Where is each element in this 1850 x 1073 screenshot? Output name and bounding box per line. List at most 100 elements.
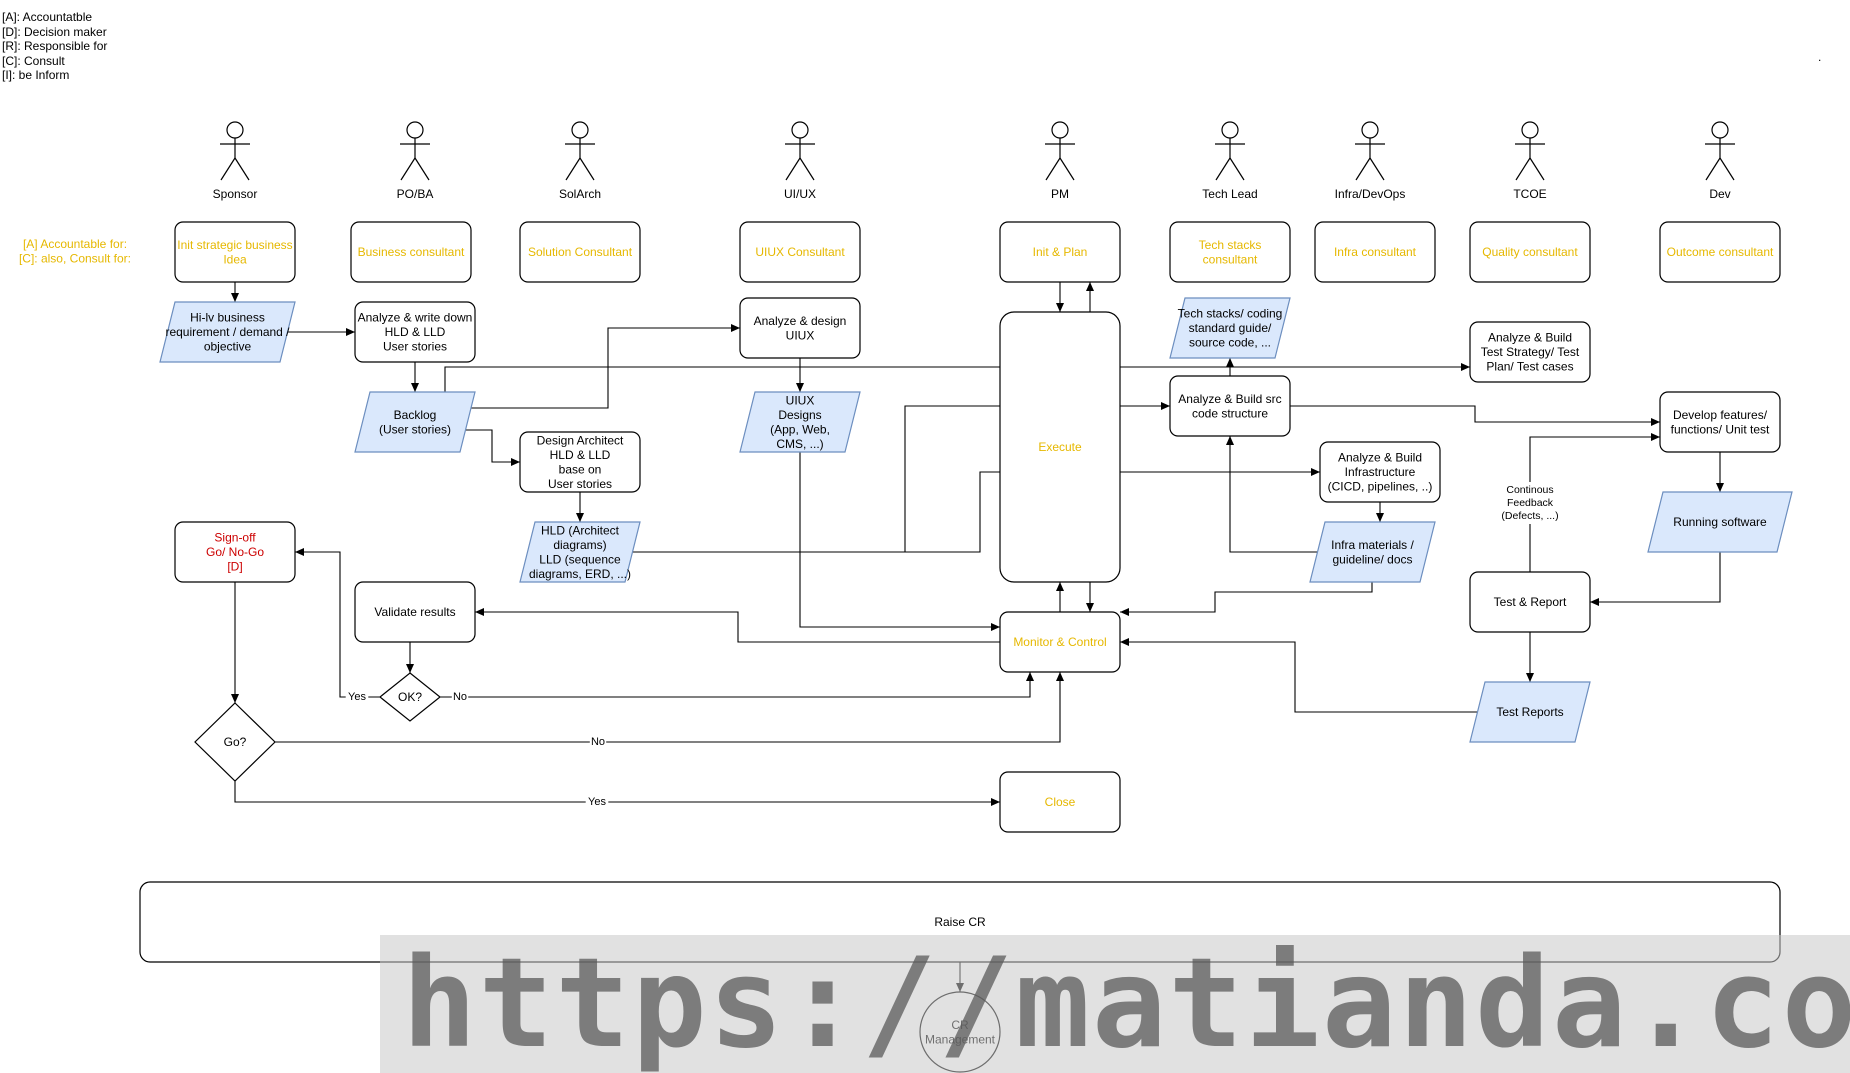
test-report-box-label: Test & Report — [1494, 595, 1567, 609]
role-box-0-shape — [174, 221, 296, 283]
actor-label: TCOE — [1513, 187, 1546, 201]
edge-label-text: Yes — [588, 796, 606, 808]
running-software-doc[interactable]: Running software — [1647, 491, 1793, 553]
role-box-7[interactable]: Quality consultant — [1469, 221, 1591, 283]
close-box[interactable]: Close — [999, 771, 1121, 833]
signoff-box-label-line: Sign-off — [214, 531, 256, 545]
actor-leg — [1355, 157, 1371, 181]
role-box-8[interactable]: Outcome consultant — [1659, 221, 1781, 283]
analyze-uiux-box-label-line: UIUX — [786, 328, 815, 342]
role-box-6[interactable]: Infra consultant — [1314, 221, 1436, 283]
role-box-2[interactable]: Solution Consultant — [519, 221, 641, 283]
connector-arrow — [444, 363, 1470, 392]
connector-arrow — [1120, 582, 1373, 616]
legend-item: [I]: be Inform — [2, 68, 70, 82]
role-box-4-label: Init & Plan — [1033, 245, 1088, 259]
role-box-7-label: Quality consultant — [1482, 245, 1578, 259]
actor-0[interactable]: Sponsor — [213, 121, 258, 201]
monitor-control-box-label: Monitor & Control — [1013, 635, 1106, 649]
uiux-designs-doc-label-line: UIUX — [786, 393, 815, 407]
test-report-box-shape — [1469, 571, 1591, 633]
role-box-0-label-line: Idea — [223, 252, 247, 266]
edge-label-bg — [585, 795, 609, 809]
test-reports-doc-label: Test Reports — [1496, 705, 1563, 719]
role-box-1[interactable]: Business consultant — [350, 221, 472, 283]
actor-6[interactable]: Infra/DevOps — [1335, 121, 1406, 201]
actor-4[interactable]: PM — [1045, 121, 1075, 201]
develop-box-label-line: Develop features/ — [1673, 408, 1768, 422]
actor-3[interactable]: UI/UX — [784, 121, 816, 201]
actor-leg — [1705, 157, 1721, 181]
ok-decision[interactable]: OK? — [379, 672, 441, 722]
edge-label-text: No — [453, 691, 467, 703]
backlog-doc[interactable]: Backlog(User stories) — [354, 391, 476, 453]
edge-label-text: No — [591, 736, 605, 748]
hilv-requirement-doc-label-line: objective — [204, 340, 252, 354]
raise-cr-box-label: Raise CR — [934, 915, 986, 929]
signoff-box-label-line: [D] — [227, 560, 242, 574]
analyze-src-box-shape — [1169, 375, 1291, 437]
test-report-box[interactable]: Test & Report — [1469, 571, 1591, 633]
actor-leg — [1369, 157, 1385, 181]
actor-1[interactable]: PO/BA — [397, 121, 434, 201]
actor-8[interactable]: Dev — [1705, 121, 1735, 201]
test-reports-doc[interactable]: Test Reports — [1469, 681, 1591, 743]
analyze-infra-box-shape — [1319, 441, 1441, 503]
raci-legend: [A]: Accountatble [D]: Decision maker [R… — [2, 10, 107, 83]
develop-box[interactable]: Develop features/functions/ Unit test — [1659, 391, 1781, 453]
monitor-control-box[interactable]: Monitor & Control — [999, 611, 1121, 673]
feedback-label-text-line: (Defects, ...) — [1501, 510, 1558, 522]
actor-leg — [414, 157, 430, 181]
role-box-3[interactable]: UIUX Consultant — [739, 221, 861, 283]
actor-head — [406, 121, 424, 139]
validate-box[interactable]: Validate results — [354, 581, 476, 643]
actor-head — [1361, 121, 1379, 139]
infra-materials-doc-label-line: Infra materials / — [1331, 538, 1414, 552]
role-box-2-label-line: Solution Consultant — [528, 245, 633, 259]
role-box-4[interactable]: Init & Plan — [999, 221, 1121, 283]
develop-box-label: Develop features/functions/ Unit test — [1671, 408, 1770, 437]
accountable-side-label: [A] Accountable for:[C]: also, Consult f… — [19, 237, 131, 266]
role-box-3-shape — [739, 221, 861, 283]
edge-label-bg — [1494, 482, 1566, 524]
feedback-label-text-line: Continous — [1506, 484, 1553, 496]
role-box-0-label-line: Init strategic business — [177, 238, 292, 252]
analyze-test-box-label-line: Test Strategy/ Test — [1481, 345, 1580, 359]
role-box-5-label-line: Tech stacks — [1199, 238, 1262, 252]
uiux-designs-doc-label-line: CMS, ...) — [776, 437, 823, 451]
go-decision[interactable]: Go? — [194, 702, 276, 782]
role-box-6-label-line: Infra consultant — [1334, 245, 1417, 259]
actor-5[interactable]: Tech Lead — [1202, 121, 1258, 201]
role-box-8-shape — [1659, 221, 1781, 283]
role-box-5-shape — [1169, 221, 1291, 283]
connector-arrow — [1590, 552, 1721, 606]
accountable-side-label-line: [C]: also, Consult for: — [19, 251, 131, 265]
signoff-box-label-line: Go/ No-Go — [206, 545, 264, 559]
actor-leg — [1215, 157, 1231, 181]
infra-materials-doc[interactable]: Infra materials /guideline/ docs — [1309, 521, 1436, 583]
execute-box[interactable]: Execute — [999, 311, 1121, 583]
develop-box-shape — [1659, 391, 1781, 453]
actor-7[interactable]: TCOE — [1513, 121, 1547, 201]
connector-arrow — [440, 672, 1034, 698]
actor-2[interactable]: SolArch — [559, 121, 601, 201]
